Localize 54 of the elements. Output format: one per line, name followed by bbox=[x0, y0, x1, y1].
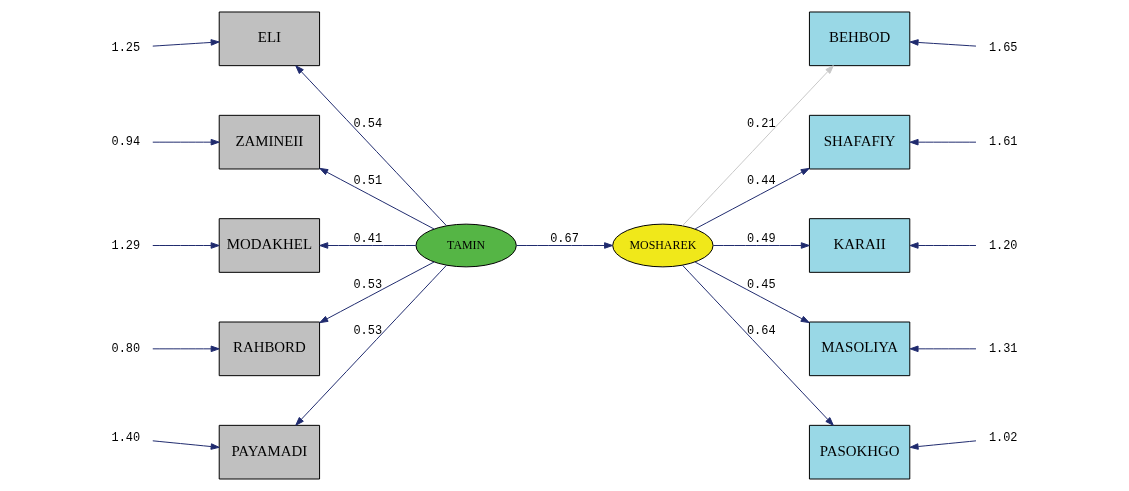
arrow bbox=[152, 440, 220, 450]
node-text: 1.65 bbox=[988, 40, 1018, 55]
node-text: 1.02 bbox=[988, 431, 1018, 446]
arrow bbox=[909, 138, 977, 146]
arrow bbox=[909, 345, 977, 353]
node-text: 1.29 bbox=[111, 238, 141, 253]
arrow bbox=[152, 138, 220, 146]
arrow bbox=[682, 65, 834, 227]
edge-label: 0.21 bbox=[746, 116, 776, 131]
node-box: SHAFAFIY bbox=[808, 114, 911, 170]
arrow bbox=[319, 261, 435, 324]
arrow bbox=[152, 242, 220, 249]
node-box: MODAKHEL bbox=[218, 218, 321, 273]
node-box: BEHBOD bbox=[808, 11, 911, 67]
node-text: 0.94 bbox=[111, 135, 141, 150]
arrow bbox=[516, 242, 614, 249]
node-text: 1.40 bbox=[111, 431, 141, 446]
edge-label: 0.44 bbox=[746, 174, 776, 189]
node-text: 1.31 bbox=[988, 341, 1018, 356]
arrow bbox=[694, 167, 810, 230]
edge-label: 0.51 bbox=[353, 174, 383, 189]
node-box: ZAMINEII bbox=[218, 114, 321, 170]
edge-label: 0.45 bbox=[746, 277, 776, 292]
arrow bbox=[152, 345, 220, 353]
arrow bbox=[909, 440, 977, 450]
arrow bbox=[295, 264, 447, 426]
arrow bbox=[152, 39, 220, 47]
edge-label: 0.49 bbox=[746, 232, 776, 247]
arrow bbox=[682, 264, 834, 426]
arrow bbox=[909, 39, 977, 47]
arrow bbox=[319, 242, 417, 249]
node-box: KARAII bbox=[808, 218, 911, 273]
arrow bbox=[319, 167, 435, 230]
arrow bbox=[295, 65, 447, 227]
node-text: 0.80 bbox=[111, 341, 141, 356]
node-box: PASOKHGO bbox=[808, 424, 911, 480]
node-box: MASOLIYA bbox=[808, 321, 911, 377]
arrow bbox=[909, 242, 977, 249]
edge-label: 0.64 bbox=[746, 323, 776, 338]
node-box: ELI bbox=[218, 11, 321, 67]
node-text: 1.61 bbox=[988, 135, 1018, 150]
node-ellipse: MOSHAREK bbox=[612, 223, 714, 268]
node-text: 1.20 bbox=[988, 238, 1018, 253]
node-ellipse: TAMIN bbox=[415, 223, 517, 268]
arrow bbox=[694, 261, 810, 324]
node-box: RAHBORD bbox=[218, 321, 321, 377]
edge-label: 0.41 bbox=[353, 232, 383, 247]
node-box: PAYAMADI bbox=[218, 424, 321, 480]
arrow bbox=[712, 242, 810, 249]
edge-label: 0.67 bbox=[550, 232, 579, 247]
edge-label: 0.53 bbox=[353, 277, 383, 292]
node-text: 1.25 bbox=[111, 40, 141, 55]
edge-label: 0.54 bbox=[353, 116, 383, 131]
edge-label: 0.53 bbox=[353, 323, 383, 338]
